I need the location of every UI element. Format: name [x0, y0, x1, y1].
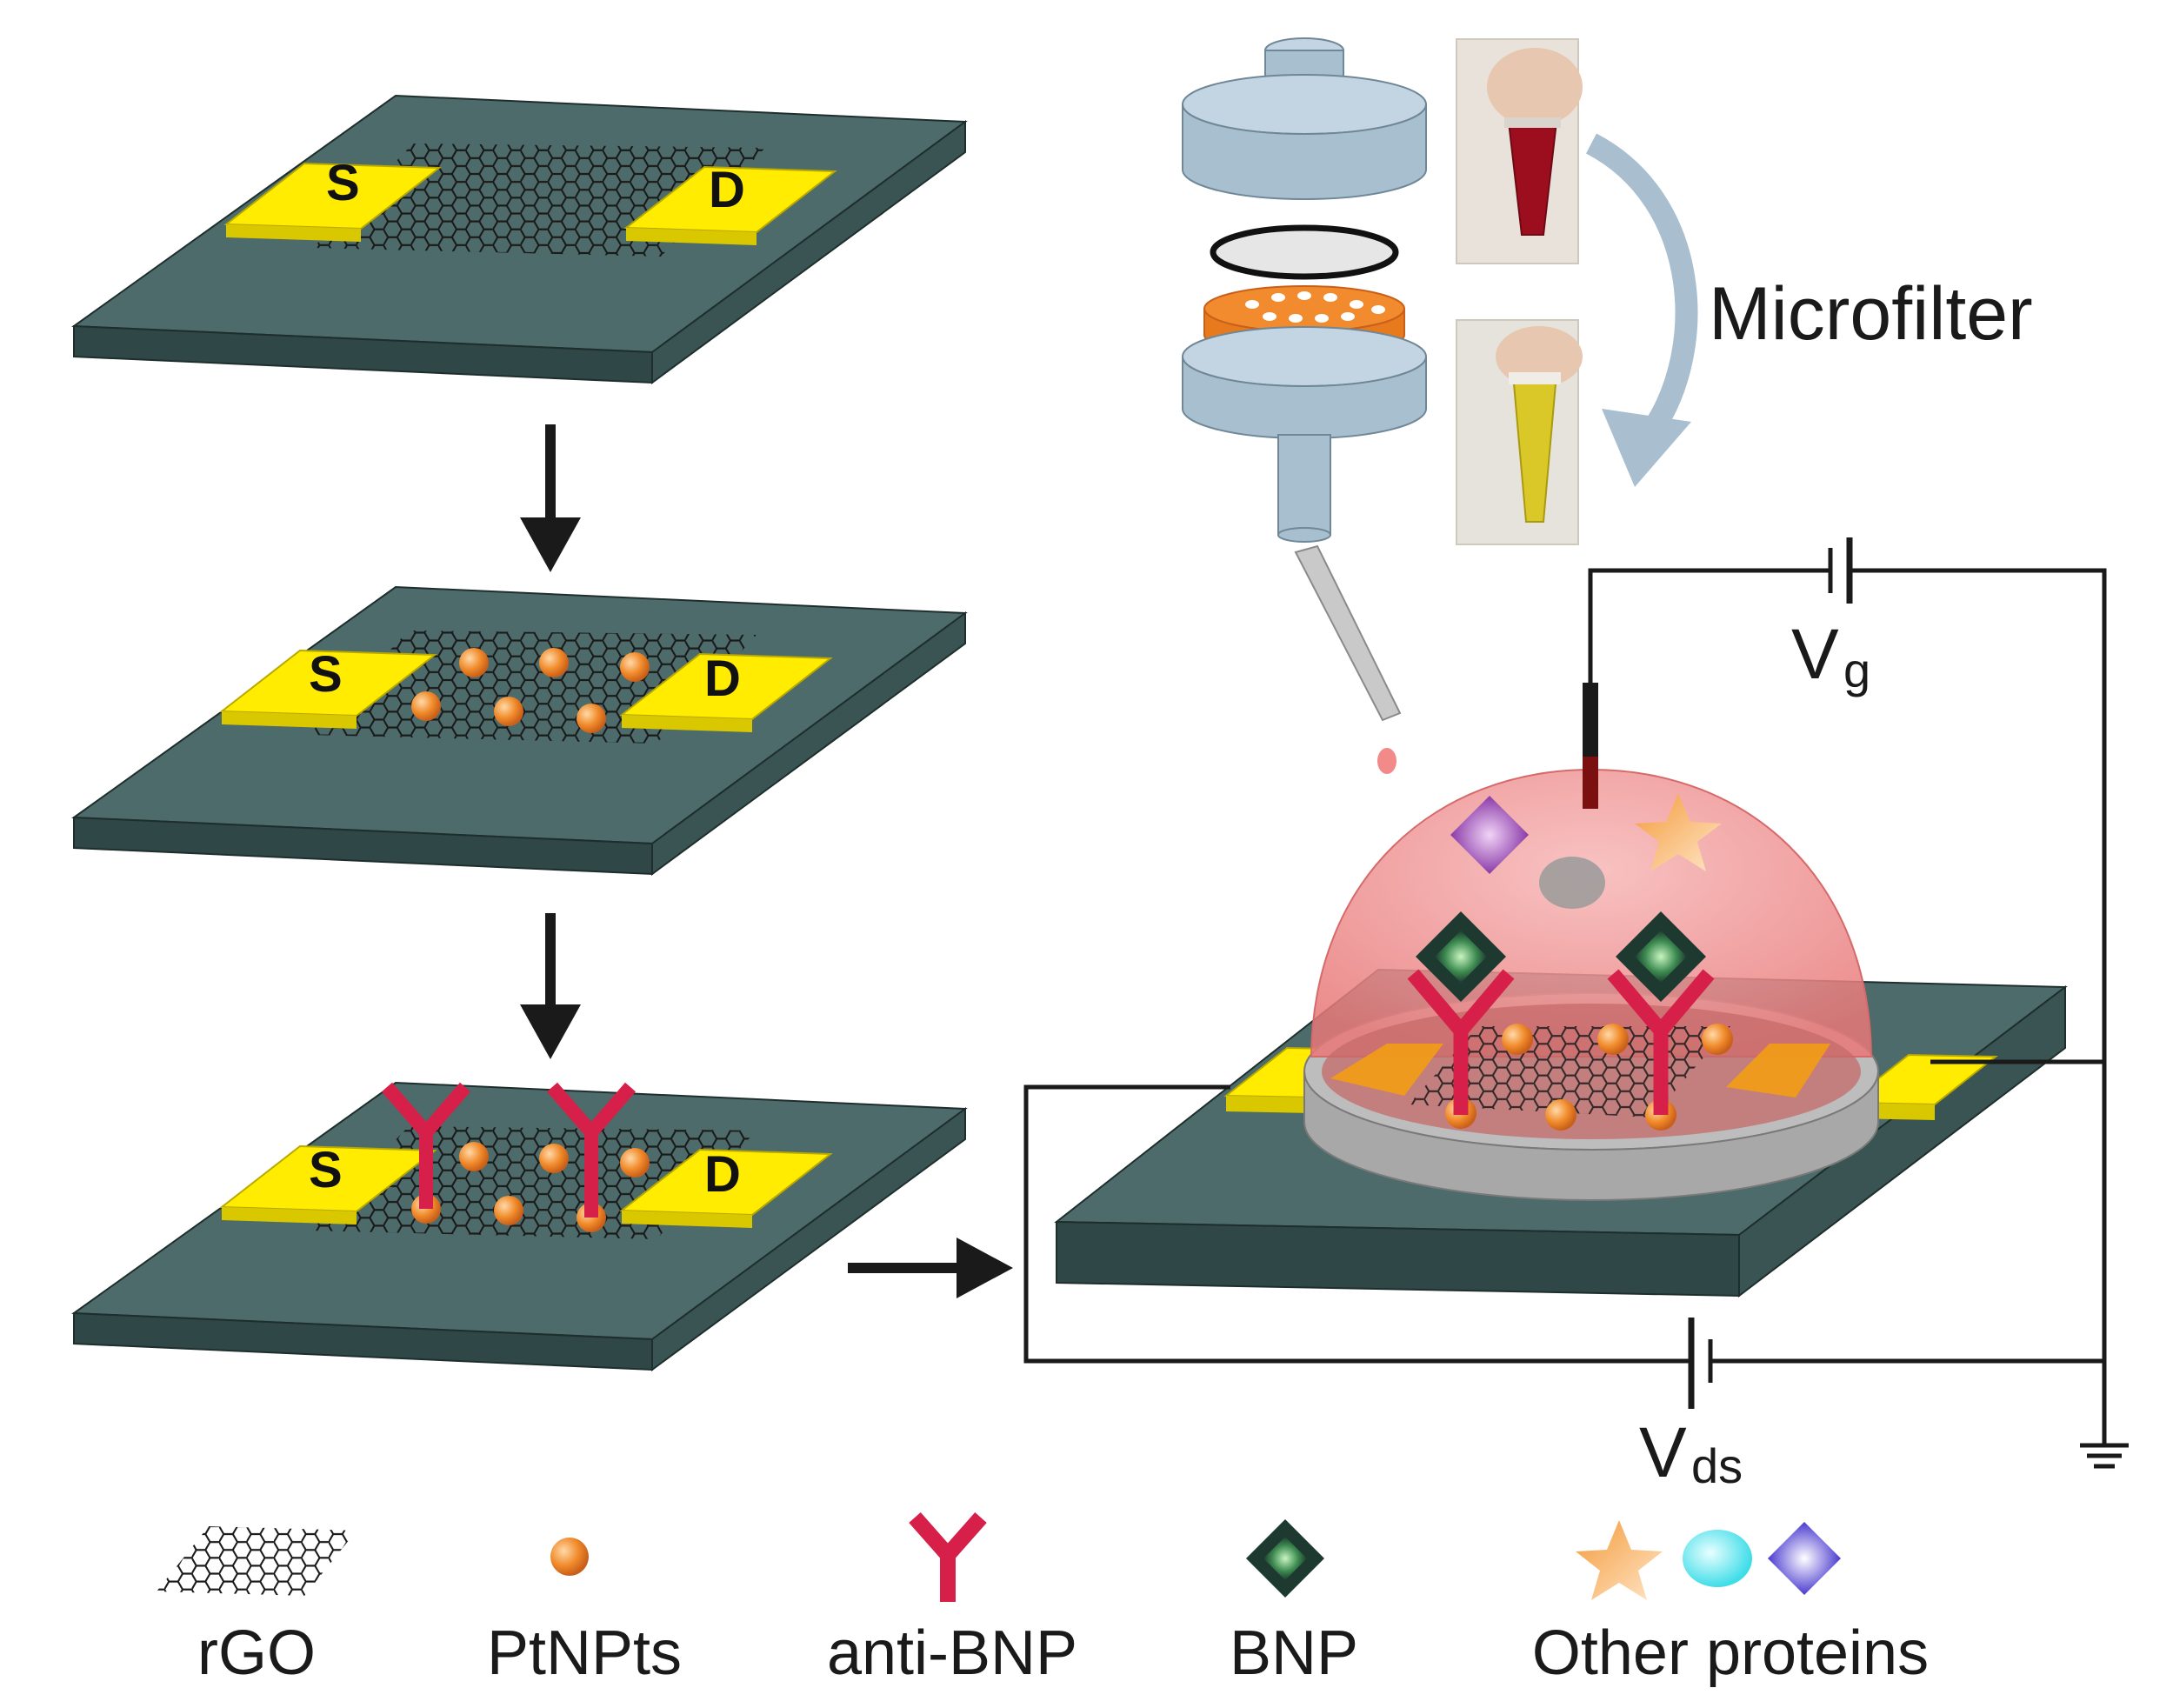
- substrate-side: [651, 1107, 966, 1371]
- drain-electrode-edge: [626, 228, 757, 245]
- drain-electrode-edge: [622, 1211, 752, 1228]
- source-label: S: [326, 155, 360, 211]
- vds-sub: ds: [1691, 1438, 1743, 1493]
- photo-filtered-plasma: [1456, 319, 1583, 545]
- other-protein-ellipse: [1539, 857, 1605, 909]
- microfilter-label: Microfilter: [1709, 272, 2033, 356]
- other-protein-diamond: [1450, 796, 1529, 874]
- ptnpts-in-well: [1445, 1024, 1733, 1131]
- other-proteins-icons: [1576, 1520, 1841, 1600]
- arrow-down-1: [520, 424, 581, 572]
- ellipse-protein-icon: [1683, 1530, 1752, 1587]
- rgo-sheet-icon: [157, 1526, 357, 1596]
- source-electrode-edge: [222, 1207, 357, 1224]
- anti-bnp-antibody-bound-1: [1407, 969, 1515, 1115]
- source-label: S: [309, 1142, 343, 1198]
- curved-arrow: [1585, 133, 1698, 487]
- legend-label-ptnpts: PtNPts: [487, 1618, 682, 1688]
- star-icon: [1576, 1520, 1663, 1600]
- legend-label-anti-bnp: anti-BNP: [827, 1618, 1077, 1688]
- ptnpts-cluster: [411, 648, 650, 733]
- device-rgo-ptnpts: S D: [71, 585, 968, 876]
- vg-main: V: [1791, 615, 1839, 694]
- device-rgo-ptnpts-antibnp: S D: [71, 1081, 968, 1371]
- arrow-down-2: [520, 913, 581, 1059]
- substrate-front: [1056, 1220, 1740, 1298]
- syringe-filter: [1182, 37, 1427, 543]
- anti-bnp-antibody-2: [546, 1082, 637, 1218]
- pipette-tip: [1294, 544, 1402, 774]
- arrow-right: [848, 1238, 1013, 1298]
- device-bare-rgo: S D: [71, 94, 968, 384]
- source-electrode: [219, 649, 437, 717]
- drain-label: D: [704, 1146, 741, 1203]
- source-label: S: [309, 646, 343, 703]
- legend: rGO PtNPts anti-BNP BNP Other proteins: [157, 1512, 1929, 1688]
- drain-label: D: [704, 651, 741, 707]
- legend-label-bnp: BNP: [1230, 1618, 1358, 1688]
- antibody-icon: [909, 1512, 987, 1602]
- sensing-device: [1054, 683, 2068, 1298]
- nanoparticle-icon: [550, 1538, 589, 1576]
- diamond-protein-icon: [1768, 1522, 1841, 1595]
- anti-bnp-antibody-bound-2: [1607, 969, 1715, 1115]
- vg-sub: g: [1843, 643, 1870, 697]
- drain-label: D: [709, 162, 745, 218]
- ptnpts-cluster: [411, 1142, 650, 1232]
- other-protein-star: [1635, 793, 1722, 871]
- source-electrode-edge: [1226, 1096, 1313, 1113]
- ds-voltage-label: V ds: [1639, 1413, 1743, 1493]
- bound-bnp-1: [1416, 911, 1506, 1002]
- legend-label-rgo: rGO: [197, 1618, 316, 1688]
- vds-main: V: [1639, 1413, 1687, 1492]
- substrate-side: [651, 120, 966, 384]
- source-electrode-edge: [226, 224, 361, 242]
- gate-voltage-label: V g: [1791, 615, 1870, 697]
- drain-electrode-edge: [622, 715, 752, 732]
- source-electrode-edge: [222, 711, 357, 729]
- bnp-diamond-icon: [1246, 1519, 1324, 1598]
- legend-label-other-proteins: Other proteins: [1532, 1618, 1929, 1688]
- drain-electrode: [619, 652, 833, 721]
- anti-bnp-antibody-1: [381, 1082, 471, 1209]
- bound-bnp-2: [1616, 911, 1706, 1002]
- photo-blood-sample: [1456, 38, 1583, 264]
- circuit-wiring: [1023, 537, 2129, 1469]
- substrate-side: [651, 611, 966, 876]
